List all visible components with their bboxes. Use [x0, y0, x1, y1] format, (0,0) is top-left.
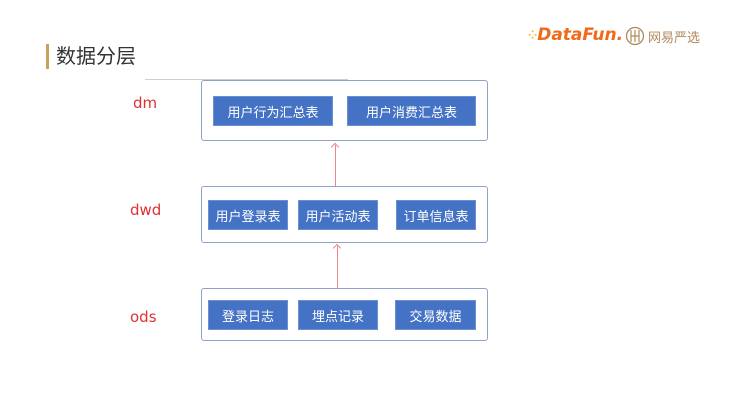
page-title: 数据分层 — [56, 44, 136, 68]
layer-label-dwd: dwd — [130, 201, 162, 219]
yanxuan-logo-text: 网易严选 — [648, 30, 701, 46]
layer-dm: 用户行为汇总表 用户消费汇总表 — [201, 80, 488, 141]
node-tracking-records: 埋点记录 — [298, 300, 378, 330]
datafun-logo-text: DataFun. — [537, 25, 624, 45]
layer-label-dm: dm — [133, 94, 158, 112]
node-order-info: 订单信息表 — [396, 200, 476, 230]
node-user-consumption-summary: 用户消费汇总表 — [347, 96, 476, 126]
layer-ods: 登录日志 埋点记录 交易数据 — [201, 288, 488, 341]
title-accent-bar — [46, 44, 49, 69]
yanxuan-emblem-icon — [625, 26, 645, 46]
datafun-logo: ⁘DataFun. — [528, 25, 624, 45]
node-user-login: 用户登录表 — [208, 200, 288, 230]
divider — [145, 79, 348, 80]
node-user-activity: 用户活动表 — [298, 200, 378, 230]
layer-label-ods: ods — [130, 308, 157, 326]
layer-dwd: 用户登录表 用户活动表 订单信息表 — [201, 186, 488, 243]
node-login-log: 登录日志 — [208, 300, 288, 330]
arrow-dwd-to-dm — [335, 145, 336, 186]
node-transaction-data: 交易数据 — [395, 300, 476, 330]
arrow-ods-to-dwd — [337, 246, 338, 288]
node-user-behavior-summary: 用户行为汇总表 — [213, 96, 333, 126]
yanxuan-logo: 网易严选 — [625, 26, 700, 46]
